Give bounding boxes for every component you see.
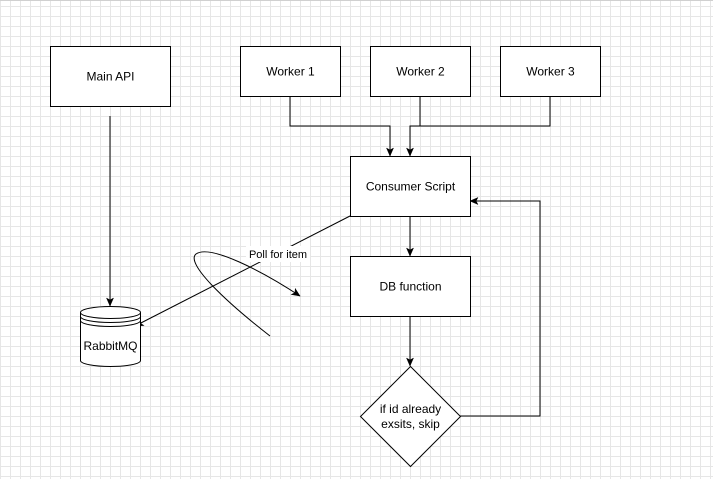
worker-2-label: Worker 2 [396,65,445,79]
decision-label-line-1: if id already [380,402,441,416]
worker-3-label: Worker 3 [526,65,575,79]
edge-label-poll: Poll for item [246,246,310,262]
node-worker-3[interactable]: Worker 3 [500,46,601,97]
node-db-function[interactable]: DB function [350,256,471,317]
edges [105,96,551,417]
edge-decision-loop-to-consumer [460,196,541,417]
curved-poll-arrow [193,251,301,337]
node-worker-1[interactable]: Worker 1 [240,46,341,97]
edge-worker3-to-consumer [410,96,551,127]
consumer-script-label: Consumer Script [366,180,456,194]
node-decision[interactable]: if id already exsits, skip [359,365,462,468]
node-rabbitmq[interactable]: RabbitMQ [80,306,141,367]
node-main-api[interactable]: Main API [50,46,171,107]
main-api-label: Main API [86,70,134,84]
poll-for-item-label: Poll for item [249,249,307,261]
decision-label-line-2: exsits, skip [381,417,440,431]
edge-worker1-to-consumer [289,96,395,157]
db-function-label: DB function [379,280,441,294]
edge-rabbitmq-to-consumer [134,208,360,327]
worker-1-label: Worker 1 [266,65,315,79]
rabbitmq-label: RabbitMQ [83,339,137,353]
node-consumer-script[interactable]: Consumer Script [350,156,471,217]
node-worker-2[interactable]: Worker 2 [370,46,471,97]
